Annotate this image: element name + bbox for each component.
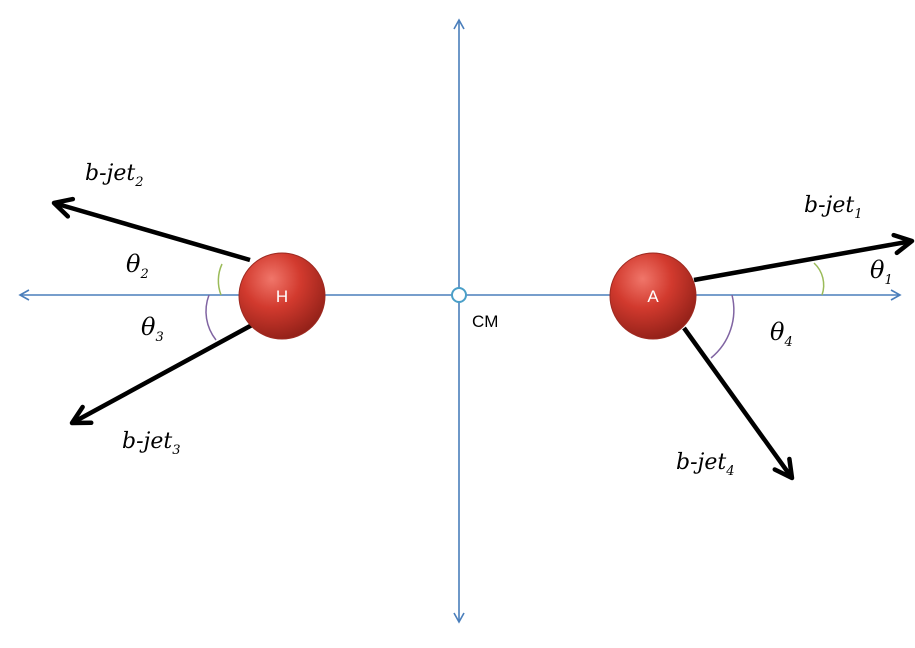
a-particle: A xyxy=(609,252,697,340)
b-jet2-arrow xyxy=(51,196,251,263)
b-jet1-label: b-jet1 xyxy=(804,193,862,222)
theta2-arc xyxy=(217,263,223,296)
a-label: A xyxy=(647,287,659,306)
theta3-label: θ3 xyxy=(141,313,164,345)
theta4-arc xyxy=(710,294,735,359)
theta4-label: θ4 xyxy=(770,318,793,350)
b-jet3-label: b-jet3 xyxy=(122,429,180,458)
theta1-label: θ1 xyxy=(870,256,893,288)
theta1-arc xyxy=(813,262,825,296)
b-jet4-arrow xyxy=(682,326,795,481)
theta2-label: θ2 xyxy=(126,250,149,282)
b-jet1-arrow xyxy=(693,232,915,283)
b-jet3-arrow xyxy=(69,323,254,426)
b-jet2-label: b-jet2 xyxy=(85,161,143,190)
cm-label: CM xyxy=(472,312,498,331)
h-label: H xyxy=(276,287,288,306)
theta3-arc xyxy=(205,294,217,341)
b-jet4-label: b-jet4 xyxy=(676,450,734,479)
h-particle: H xyxy=(238,252,326,340)
cm-point xyxy=(451,287,467,303)
